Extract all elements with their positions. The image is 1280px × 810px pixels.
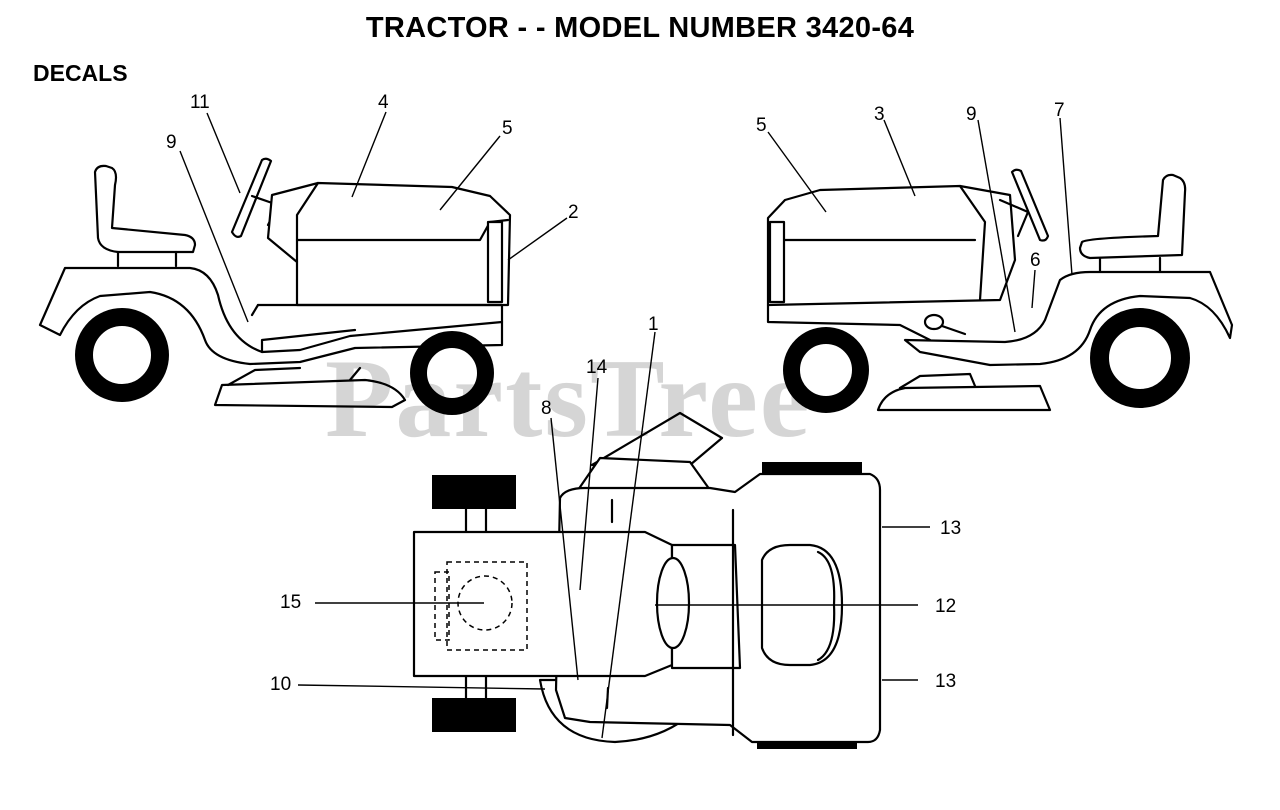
callout-4: 4 <box>378 92 389 113</box>
callout-15: 15 <box>280 592 301 613</box>
left-rear-fender <box>38 266 504 366</box>
callout-14: 14 <box>586 357 608 378</box>
top-seat-area <box>412 530 674 678</box>
left-seat <box>93 164 197 254</box>
callout-5: 5 <box>502 118 513 139</box>
callout-13-lower: 13 <box>935 671 956 692</box>
callout-9: 9 <box>166 132 177 153</box>
section-heading: DECALS <box>33 60 128 86</box>
callout-12: 12 <box>935 596 956 617</box>
right-lift-lever-knob <box>923 313 945 331</box>
callout-8: 8 <box>541 398 552 419</box>
right-seat <box>1078 173 1187 260</box>
left-mower-deck <box>213 378 407 409</box>
callout-10: 10 <box>270 674 291 695</box>
right-steering-wheel <box>1010 168 1050 242</box>
callout-13-upper: 13 <box>940 518 961 539</box>
top-rear-tire-upper <box>432 475 516 509</box>
callout-3: 3 <box>874 104 885 125</box>
right-mower-deck <box>876 384 1052 412</box>
callout-5-right: 5 <box>756 115 767 136</box>
callout-11: 11 <box>190 92 210 113</box>
top-rear-tire-lower <box>432 698 516 732</box>
top-view: 1 14 8 13 15 12 10 13 <box>270 314 961 749</box>
right-rear-fender <box>903 270 1234 367</box>
right-hood <box>766 184 1017 307</box>
left-hood <box>266 181 512 307</box>
callout-2: 2 <box>568 202 579 223</box>
top-seat-decal <box>446 561 528 651</box>
left-steering-wheel <box>230 157 273 238</box>
callout-1: 1 <box>648 314 659 335</box>
callout-6: 6 <box>1030 250 1041 271</box>
callout-9-right: 9 <box>966 104 977 125</box>
left-side-view: 11 4 5 9 2 <box>38 92 579 415</box>
page-title: TRACTOR - - MODEL NUMBER 3420-64 <box>365 12 915 44</box>
callout-7: 7 <box>1054 100 1065 121</box>
watermark: PartsTree <box>325 337 812 461</box>
right-side-view: 5 3 9 7 6 <box>756 100 1234 413</box>
